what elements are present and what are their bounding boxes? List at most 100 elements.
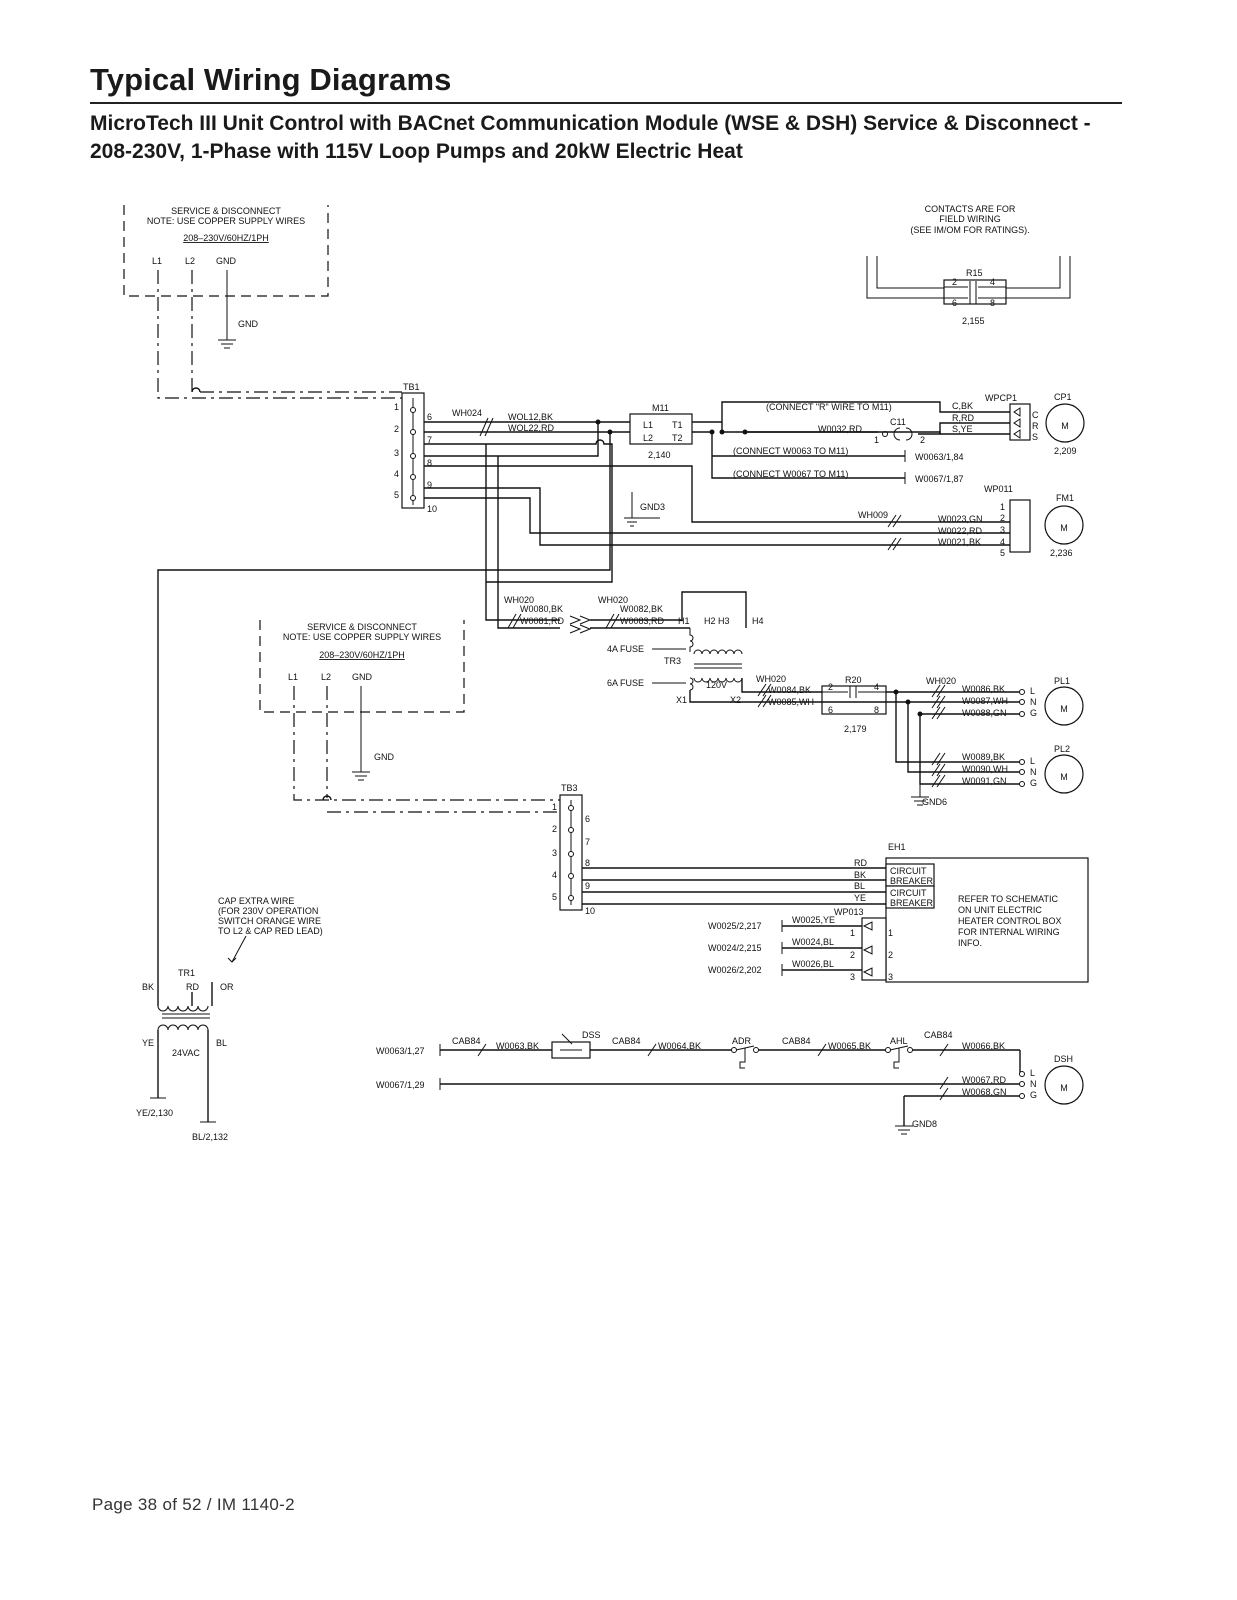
svg-text:(CONNECT "R" WIRE TO M11): (CONNECT "R" WIRE TO M11) (766, 402, 892, 412)
svg-text:(SEE IM/OM FOR RATINGS).: (SEE IM/OM FOR RATINGS). (910, 225, 1029, 235)
svg-text:L: L (1030, 686, 1035, 696)
svg-text:PL1: PL1 (1054, 676, 1070, 686)
svg-text:GND: GND (352, 672, 373, 682)
svg-text:EH1: EH1 (888, 842, 906, 852)
page-subtitle: MicroTech III Unit Control with BACnet C… (90, 112, 1091, 163)
svg-text:L2: L2 (321, 672, 331, 682)
svg-text:W0083,RD: W0083,RD (620, 616, 665, 626)
svg-text:CIRCUIT: CIRCUIT (890, 888, 927, 898)
svg-text:W0026/2,202: W0026/2,202 (708, 965, 762, 975)
svg-text:2,209: 2,209 (1054, 446, 1077, 456)
svg-text:W0067/1,29: W0067/1,29 (376, 1080, 425, 1090)
svg-text:CAB84: CAB84 (452, 1036, 481, 1046)
pump-motors-pl1-pl2: WH020 W0086,BK W0087,WH W0088,GN W0089,B… (895, 676, 1084, 807)
svg-text:2: 2 (552, 824, 557, 834)
svg-text:HEATER CONTROL BOX: HEATER CONTROL BOX (958, 916, 1062, 926)
svg-text:R: R (1032, 421, 1039, 431)
svg-text:L1: L1 (288, 672, 298, 682)
svg-text:W0065,BK: W0065,BK (828, 1041, 871, 1051)
svg-text:WH020: WH020 (598, 595, 628, 605)
svg-text:TO L2 & CAP RED LEAD): TO L2 & CAP RED LEAD) (218, 926, 323, 936)
svg-text:R15: R15 (966, 268, 983, 278)
svg-text:WH020: WH020 (504, 595, 534, 605)
svg-text:W0080,BK: W0080,BK (520, 604, 563, 614)
svg-text:9: 9 (585, 881, 590, 891)
svg-text:CAB84: CAB84 (782, 1036, 811, 1046)
svg-text:2: 2 (952, 277, 957, 287)
field-contacts-r15: CONTACTS ARE FOR FIELD WIRING (SEE IM/OM… (866, 204, 1071, 326)
svg-text:W0082,BK: W0082,BK (620, 604, 663, 614)
svg-text:YE/2,130: YE/2,130 (136, 1108, 173, 1118)
svg-text:G: G (1030, 708, 1037, 718)
svg-text:2: 2 (394, 424, 399, 434)
svg-text:W0021,BK: W0021,BK (938, 537, 981, 547)
svg-text:WOL12,BK: WOL12,BK (508, 412, 553, 422)
svg-text:W0064,BK: W0064,BK (658, 1041, 701, 1051)
svg-text:L1: L1 (643, 420, 653, 430)
fan-motor-fm1: WP011 GND3 WH009 W0023,GN W0022,RD W0021… (624, 484, 1084, 558)
svg-text:1: 1 (850, 928, 855, 938)
svg-text:8: 8 (585, 858, 590, 868)
svg-text:5: 5 (1000, 548, 1005, 558)
svg-text:208–230V/60HZ/1PH: 208–230V/60HZ/1PH (183, 233, 269, 243)
transformer-tr3: WH020 W0080,BK W0081,RD WH020 W0082,BK W… (485, 444, 822, 708)
svg-text:WP011: WP011 (984, 484, 1013, 494)
svg-text:W0081,RD: W0081,RD (520, 616, 565, 626)
svg-text:1: 1 (1000, 502, 1005, 512)
svg-text:NOTE: USE COPPER SUPPLY WIRES: NOTE: USE COPPER SUPPLY WIRES (283, 632, 441, 642)
svg-text:W0063/1,27: W0063/1,27 (376, 1046, 425, 1056)
svg-text:3: 3 (888, 972, 893, 982)
svg-text:W0088,GN: W0088,GN (962, 708, 1007, 718)
svg-text:C,BK: C,BK (952, 401, 973, 411)
svg-text:W0067,RD: W0067,RD (962, 1075, 1007, 1085)
svg-text:6A FUSE: 6A FUSE (607, 678, 644, 688)
svg-text:G: G (1030, 1090, 1037, 1100)
svg-text:SERVICE & DISCONNECT: SERVICE & DISCONNECT (171, 206, 281, 216)
svg-text:WH009: WH009 (858, 510, 888, 520)
svg-text:N: N (1030, 697, 1037, 707)
svg-text:WH024: WH024 (452, 408, 482, 418)
svg-text:H2 H3: H2 H3 (704, 616, 730, 626)
svg-text:W0087,WH: W0087,WH (962, 696, 1008, 706)
svg-text:RD: RD (854, 858, 867, 868)
svg-text:CP1: CP1 (1054, 392, 1072, 402)
svg-text:2,155: 2,155 (962, 316, 985, 326)
svg-text:W0090,WH: W0090,WH (962, 764, 1008, 774)
svg-text:M: M (1060, 523, 1068, 533)
svg-text:CAB84: CAB84 (612, 1036, 641, 1046)
svg-text:4: 4 (394, 469, 399, 479)
svg-text:W0023,GN: W0023,GN (938, 514, 983, 524)
transformer-tr1: CAP EXTRA WIRE (FOR 230V OPERATION SWITC… (136, 896, 323, 1142)
svg-text:C11: C11 (890, 417, 906, 427)
svg-text:W0084,BK: W0084,BK (768, 685, 811, 695)
svg-text:W0025,YE: W0025,YE (792, 915, 835, 925)
svg-text:4: 4 (874, 682, 879, 692)
svg-text:CIRCUIT: CIRCUIT (890, 866, 927, 876)
svg-text:TR3: TR3 (664, 656, 681, 666)
svg-text:(FOR 230V OPERATION: (FOR 230V OPERATION (218, 906, 318, 916)
svg-text:NOTE: USE COPPER SUPPLY WIRES: NOTE: USE COPPER SUPPLY WIRES (147, 216, 305, 226)
svg-text:W0063,BK: W0063,BK (496, 1041, 539, 1051)
svg-text:(CONNECT W0063 TO M11): (CONNECT W0063 TO M11) (733, 446, 848, 456)
svg-text:CONTACTS ARE FOR: CONTACTS ARE FOR (925, 204, 1016, 214)
svg-text:(CONNECT W0067 TO M11): (CONNECT W0067 TO M11) (733, 469, 848, 479)
svg-text:10: 10 (427, 504, 437, 514)
svg-text:M: M (1060, 1083, 1068, 1093)
svg-text:GND6: GND6 (922, 797, 947, 807)
svg-text:W0085,WH: W0085,WH (768, 697, 814, 707)
main-disconnect: SERVICE & DISCONNECT NOTE: USE COPPER SU… (123, 205, 402, 399)
svg-text:ON UNIT ELECTRIC: ON UNIT ELECTRIC (958, 905, 1042, 915)
svg-text:S: S (1032, 432, 1038, 442)
svg-text:4A FUSE: 4A FUSE (607, 644, 644, 654)
svg-text:L: L (1030, 1068, 1035, 1078)
svg-text:X2: X2 (730, 695, 741, 705)
svg-text:2,179: 2,179 (844, 724, 867, 734)
svg-text:2,140: 2,140 (648, 450, 671, 460)
svg-text:H4: H4 (752, 616, 764, 626)
svg-text:SERVICE & DISCONNECT: SERVICE & DISCONNECT (307, 622, 417, 632)
svg-text:W0024/2,215: W0024/2,215 (708, 943, 762, 953)
svg-text:INFO.: INFO. (958, 938, 982, 948)
svg-text:W0063/1,84: W0063/1,84 (915, 452, 964, 462)
svg-text:OR: OR (220, 982, 234, 992)
